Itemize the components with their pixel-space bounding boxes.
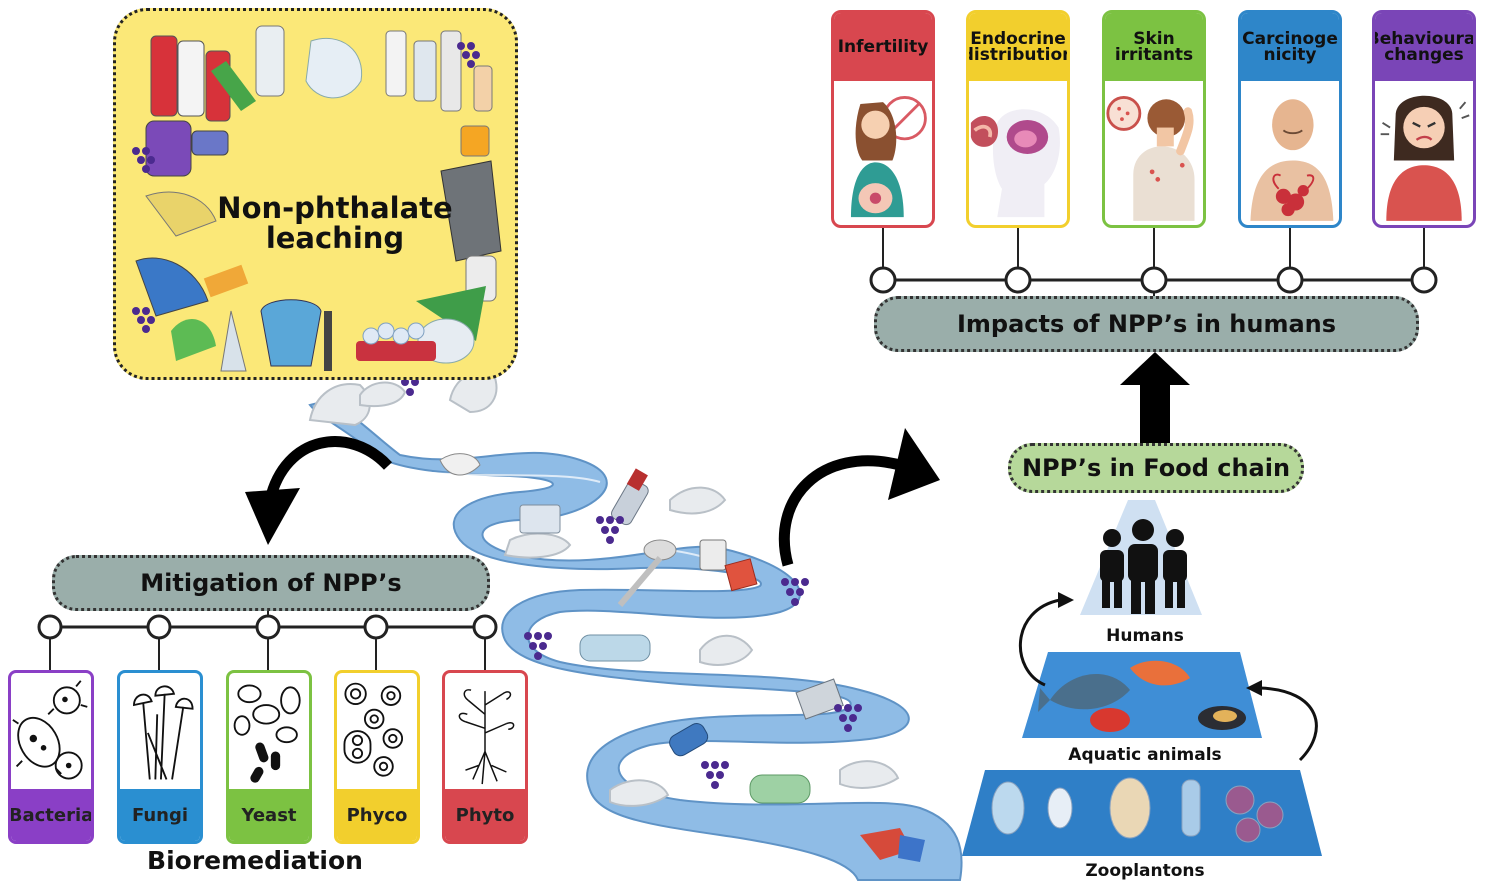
plant-roots-icon — [458, 689, 515, 785]
brain-gland-icon — [970, 109, 1060, 218]
bioremediation-label: Phyto — [445, 789, 525, 841]
bioremediation-label: Bacteria — [11, 789, 91, 841]
zooplankton-icons — [991, 777, 1284, 843]
leaching-title: Non-phthalate leaching — [205, 193, 465, 253]
yeast-icon — [233, 684, 301, 783]
bacteria-icon — [12, 680, 88, 780]
impact-card-infertility: Infertility — [831, 10, 935, 228]
impact-label: Behavioural — [1372, 29, 1476, 49]
impacts-title-text: Impacts of NPP’s in humans — [956, 310, 1337, 338]
bioremediation-card-fungi: Fungi — [117, 670, 203, 844]
food-chain-title: NPP’s in Food chain — [1008, 443, 1304, 493]
algae-cells-icon — [343, 682, 404, 777]
household-plastics-illustration — [132, 25, 502, 372]
bioremediation-card-phyto: Phyto — [442, 670, 528, 844]
impacts-title: Impacts of NPP’s in humans — [874, 296, 1419, 352]
leaching-title-line1: Non-phthalate — [217, 191, 453, 225]
impact-label: Endocrine — [970, 29, 1066, 49]
impact-label: Carcinoge — [1242, 29, 1338, 49]
arrow-to-mitigation-head — [245, 488, 300, 545]
impact-label: Skin — [1133, 29, 1175, 49]
skin-irritation-icon — [1106, 95, 1195, 221]
impact-card-header: Infertility — [834, 13, 932, 81]
bioremediation-card-bacteria: Bacteria — [8, 670, 94, 844]
bioremediation-card-yeast: Yeast — [226, 670, 312, 844]
fungi-icon — [133, 685, 194, 780]
impact-label: Infertility — [837, 37, 929, 57]
pregnant-woman-icon — [850, 95, 927, 218]
arrow-up-shaft — [1140, 378, 1170, 448]
cycle-arrow-right — [1259, 686, 1318, 762]
arrow-to-food-chain-head — [888, 428, 940, 500]
humans-icon — [1100, 519, 1187, 614]
bioremediation-label: Yeast — [229, 789, 309, 841]
bioremediation-caption: Bioremediation — [147, 846, 363, 875]
arrow-up-head — [1120, 352, 1190, 385]
leaching-panel — [113, 8, 518, 380]
pyramid-label-zooplankton: Zooplantons — [1085, 861, 1205, 881]
cycle-arrow-left — [1018, 598, 1061, 687]
pyramid-label-humans: Humans — [1106, 626, 1184, 646]
river-flow-lines — [399, 469, 881, 801]
arrow-to-food-chain — [778, 455, 902, 567]
aquatic-animals-icons — [1038, 660, 1246, 732]
bioremediation-label: Phyco — [337, 789, 417, 841]
river-water — [308, 398, 963, 881]
bioremediation-label: Fungi — [120, 789, 200, 841]
rocks — [308, 371, 900, 807]
leaching-title-line2: leaching — [265, 221, 405, 255]
arrow-to-mitigation — [264, 436, 393, 502]
cancer-patient-icon — [1250, 99, 1334, 221]
bioremediation-card-phyco: Phyco — [334, 670, 420, 844]
food-chain-title-text: NPP’s in Food chain — [1021, 454, 1291, 482]
pyramid-label-aquatic: Aquatic animals — [1068, 745, 1222, 765]
angry-person-icon — [1380, 95, 1470, 221]
mitigation-title: Mitigation of NPP’s — [52, 555, 490, 611]
floating-plastic-debris — [439, 453, 925, 862]
mitigation-title-text: Mitigation of NPP’s — [140, 569, 402, 597]
